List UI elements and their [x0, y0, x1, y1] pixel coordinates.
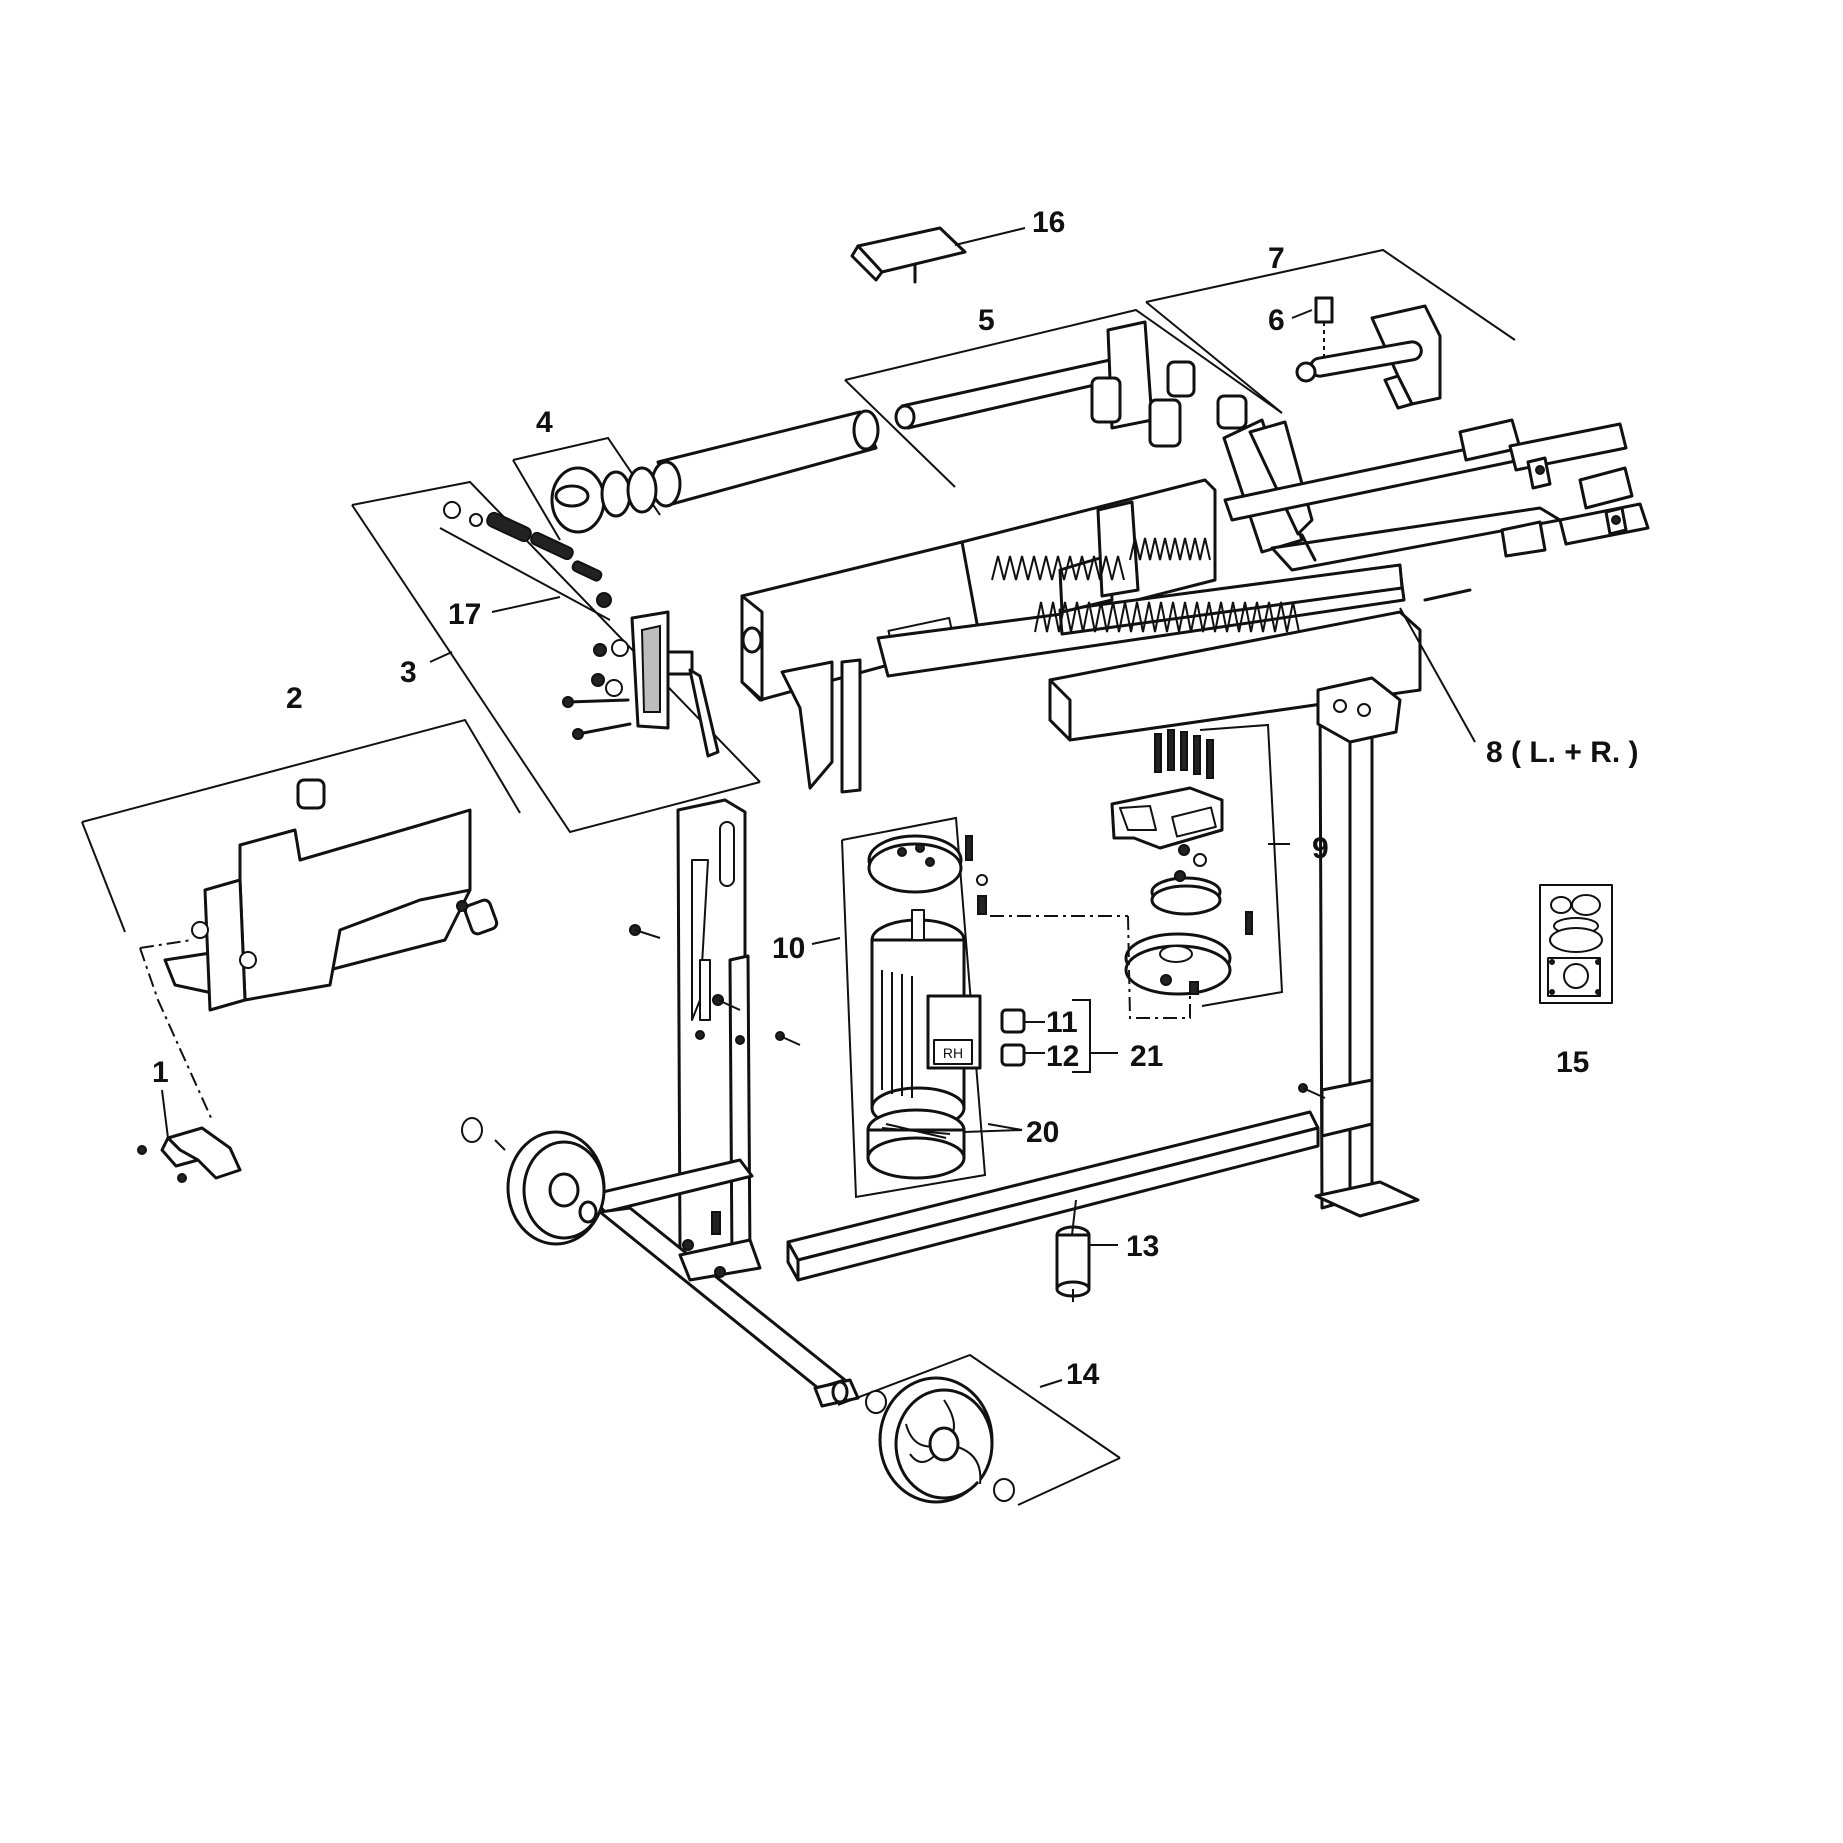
leader-20a [963, 1129, 1023, 1133]
leader-1 [161, 1089, 169, 1139]
part-10-motor: RH [870, 909, 982, 1130]
callout-3: 3 [400, 656, 417, 689]
callout-11: 11 [1046, 1006, 1078, 1039]
part-14-group-frame [837, 1353, 1121, 1506]
callout-1: 1 [152, 1056, 169, 1089]
part-3-valve-body [562, 610, 720, 758]
spring-coils [991, 537, 1300, 633]
callout-8: 8 ( L. + R. ) [1486, 736, 1639, 769]
callout-17: 17 [448, 598, 481, 631]
callout-7: 7 [1268, 242, 1285, 275]
part-13-capacitor [1055, 1199, 1091, 1302]
part-5-piston-rod [894, 320, 1248, 448]
leader-10 [811, 937, 841, 945]
part-2-group-frame [81, 718, 521, 933]
callouts: 16 7 6 5 4 17 3 2 8 ( L. + R. ) 9 10 11 … [152, 206, 1639, 1391]
callout-10: 10 [772, 932, 805, 965]
frame-handles [1526, 456, 1628, 536]
callout-15: 15 [1556, 1046, 1589, 1079]
part-16-plate [850, 226, 967, 284]
part-4-seals [550, 466, 658, 534]
leader-14 [1039, 1379, 1063, 1388]
part-6-bolt [1314, 296, 1334, 360]
part-1-bracket [137, 939, 242, 1183]
part-20-fan [866, 1108, 966, 1180]
part-11-capacitor-cover [1000, 1008, 1026, 1067]
part-10-group-frame [841, 816, 987, 1199]
main-beam-assembly [740, 418, 1650, 794]
part-17-valve-spool [439, 501, 612, 621]
part-7-group-frame [1145, 248, 1516, 414]
callout-5: 5 [978, 304, 995, 337]
callout-14: 14 [1066, 1358, 1100, 1391]
callout-20: 20 [1026, 1116, 1059, 1149]
part-5-group-frame [844, 308, 1283, 488]
callout-4: 4 [536, 406, 553, 439]
right-leg [1298, 676, 1420, 1218]
left-upright-leg [588, 798, 860, 1408]
leader-6 [1291, 309, 1313, 319]
callout-9: 9 [1312, 832, 1329, 865]
part-9-pump-parts [1110, 729, 1253, 996]
callout-2: 2 [286, 682, 303, 715]
bottom-cross-beam [786, 1110, 1320, 1282]
leader-16 [954, 227, 1026, 246]
cylinder-tube [650, 409, 880, 508]
part-15-seal-kit [1539, 884, 1613, 1004]
part-14-wheel [865, 1376, 1015, 1504]
pump-bolts [1154, 729, 1214, 779]
part-9-group-frame [1199, 723, 1284, 1007]
leader-17 [491, 596, 561, 613]
part-8-side-rails [1399, 607, 1476, 743]
leader-3 [429, 651, 453, 663]
motor-label: RH [943, 1045, 963, 1061]
callout-16: 16 [1032, 206, 1065, 239]
leader-20b [987, 1123, 1023, 1131]
part-2-wedge [163, 778, 499, 1012]
callout-21: 21 [1130, 1040, 1163, 1073]
leader-lines [161, 227, 1313, 1388]
callout-12: 12 [1046, 1040, 1079, 1073]
left-wheel [461, 1117, 606, 1246]
pump-connection-lines [990, 915, 1191, 1019]
part-7-push-block [1295, 304, 1442, 410]
callout-6: 6 [1268, 304, 1285, 337]
part-21-group-frame [1072, 999, 1091, 1073]
callout-13: 13 [1126, 1230, 1159, 1263]
part-10-motor-end-cap [867, 834, 988, 915]
